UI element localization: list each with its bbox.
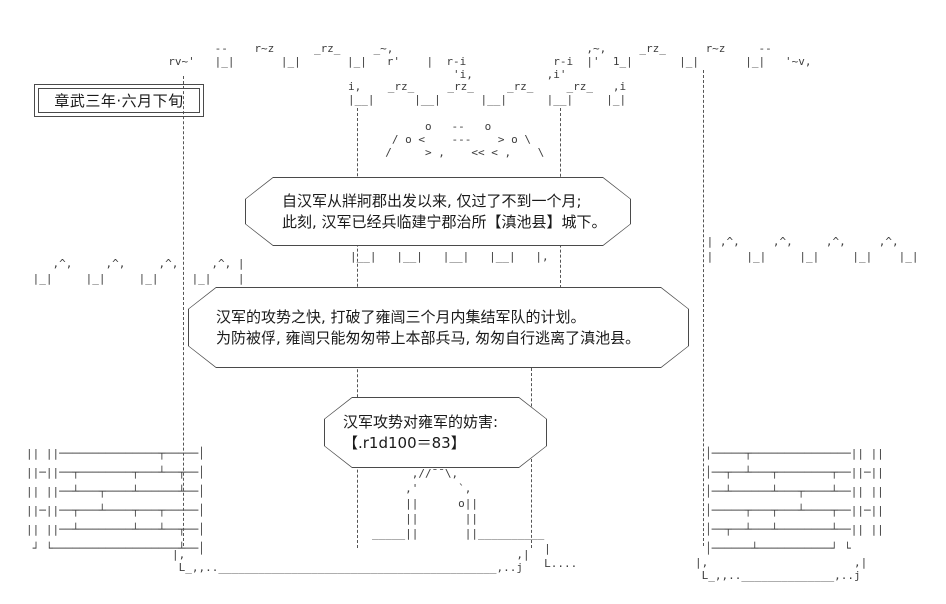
aa-inner-band: |__| |__| |__| |__| |, xyxy=(350,250,549,263)
dialogue-2-line-2: 为防被俘, 雍闿只能匆匆带上本部兵马, 匆匆自行逃离了滇池县。 xyxy=(216,328,641,347)
date-label: 章武三年·六月下旬 xyxy=(38,88,200,113)
aa-wall-vertical-left-outer xyxy=(183,76,184,546)
aa-wall-left: || ||───────────────┬─────│ ||─||──┬────… xyxy=(26,447,205,555)
dialogue-bubble-2: 汉军的攻势之快, 打破了雍闿三个月内集结军队的计划。 为防被俘, 雍闿只能匆匆带… xyxy=(188,287,689,368)
dialogue-2-line-1: 汉军的攻势之快, 打破了雍闿三个月内集结军队的计划。 xyxy=(216,307,586,326)
aa-gate: ,//¯¯\, ,' `, || o|| || || _____|| ||___… xyxy=(372,467,578,570)
aa-base-center: |, ,| L_,,..____________________________… xyxy=(172,548,530,574)
dialogue-3-dice-roll: 【.r1d100＝83】 xyxy=(343,433,466,452)
dialogue-1-line-1: 自汉军从牂牁郡出发以来, 仅过了不到一个月; xyxy=(282,191,582,210)
dialogue-bubble-3: 汉军攻势对雍军的妨害: 【.r1d100＝83】 xyxy=(324,397,547,468)
dialogue-bubble-1: 自汉军从牂牁郡出发以来, 仅过了不到一个月; 此刻, 汉军已经兵临建宁郡治所【滇… xyxy=(245,177,631,246)
aa-base-right: |, ,| L_,,..______________,..j xyxy=(695,556,868,582)
aa-merlons-right: | ,^, ,^, ,^, ,^, | |_| |_| |_| |_| xyxy=(706,235,919,263)
date-box: 章武三年·六月下旬 xyxy=(34,84,204,117)
aa-keep-top: i, _rz_ _rz_ _rz_ _rz_ ,i |__| |__| |__|… xyxy=(348,80,627,106)
dialogue-3-line-1: 汉军攻势对雍军的妨害: xyxy=(343,412,499,431)
aa-wall-right: │─────┬───────────────|| || │──┬──┴───┬─… xyxy=(705,447,884,555)
aa-battlement-right: ,~, _rz_ r~z -- r-i |' 1_| |_| |_| '~v, … xyxy=(546,42,812,81)
aa-keep-emblem: o -- o / o < --- > o \ / > , << < , \ xyxy=(385,120,545,159)
dialogue-1-line-2: 此刻, 汉军已经兵临建宁郡治所【滇池县】城下。 xyxy=(282,212,607,231)
aa-wall-vertical-right-outer xyxy=(703,70,704,546)
aa-battlement-left: -- r~z _rz_ _~, rv~' |_| |_| |_| r' | r-… xyxy=(168,42,473,81)
aa-merlons-left: ,^, ,^, ,^, ,^, | |_| |_| |_| |_| | xyxy=(32,257,245,285)
